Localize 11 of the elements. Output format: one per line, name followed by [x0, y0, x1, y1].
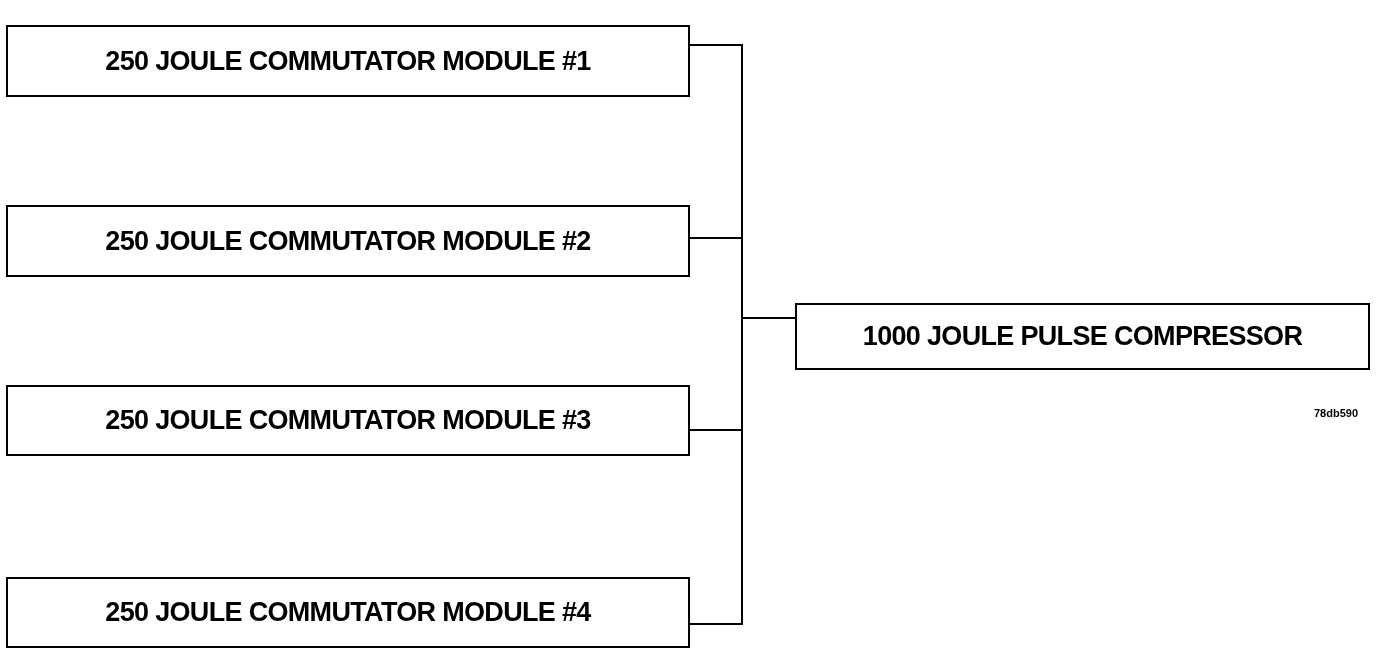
box-label: 1000 JOULE PULSE COMPRESSOR [862, 320, 1303, 354]
box-label: 250 JOULE COMMUTATOR MODULE #2 [105, 224, 591, 258]
module-box [6, 25, 690, 97]
module-box [6, 205, 690, 277]
box-label: 250 JOULE COMMUTATOR MODULE #4 [105, 596, 591, 630]
module-box [6, 577, 690, 648]
box-label: 250 JOULE COMMUTATOR MODULE #3 [105, 404, 591, 438]
figure-code: 78db590 [1314, 406, 1359, 421]
box-label: 250 JOULE COMMUTATOR MODULE #1 [105, 44, 591, 78]
module-box [6, 385, 690, 456]
module-box [795, 303, 1370, 370]
